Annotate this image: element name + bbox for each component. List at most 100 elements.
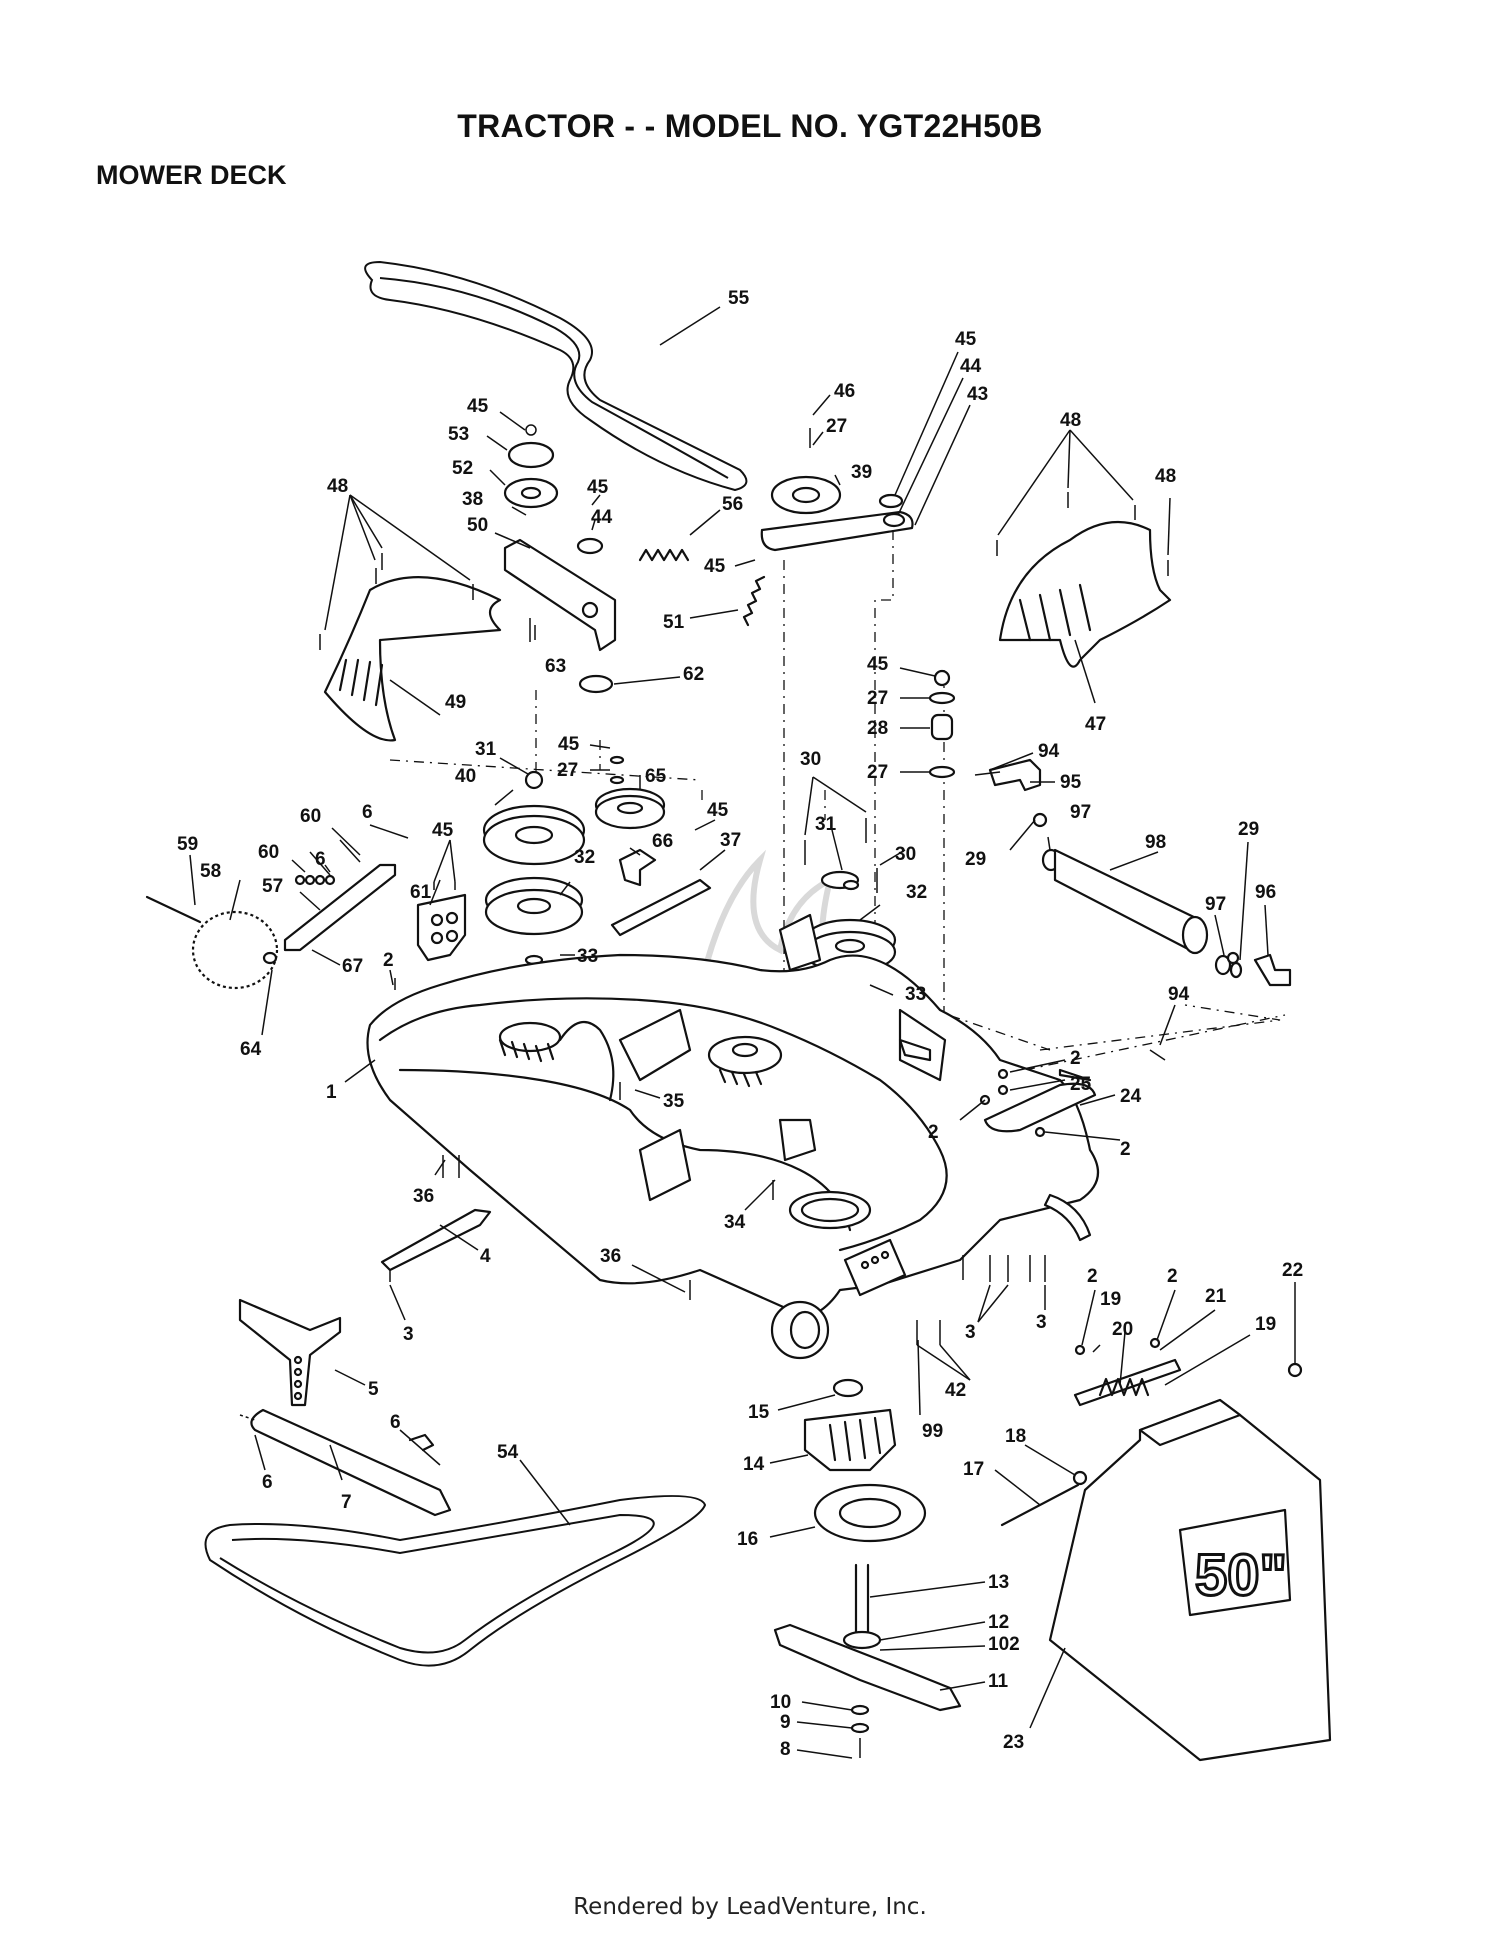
spindle-assembly xyxy=(803,1378,927,1650)
callout-55: 55 xyxy=(728,288,750,309)
callout-31: 31 xyxy=(475,739,497,760)
gauge-wheel xyxy=(770,1300,830,1360)
callout-94: 94 xyxy=(1038,741,1060,762)
discharge-chute-23 xyxy=(1048,1398,1332,1762)
callout-33: 33 xyxy=(905,984,926,1005)
callout-37: 37 xyxy=(720,830,741,851)
callout-46: 46 xyxy=(834,381,855,402)
screws-48 xyxy=(319,492,1169,650)
callout-10: 10 xyxy=(770,1692,791,1713)
callout-6: 6 xyxy=(315,849,326,870)
callout-24: 24 xyxy=(1120,1086,1142,1107)
callout-58: 58 xyxy=(200,861,221,882)
callout-67: 67 xyxy=(342,956,363,977)
callout-45: 45 xyxy=(432,820,454,841)
callout-19: 19 xyxy=(1255,1314,1276,1335)
callout-94: 94 xyxy=(1168,984,1190,1005)
callout-36: 36 xyxy=(413,1186,434,1207)
link-7 xyxy=(250,1408,452,1517)
callout-labels: 55 45 44 43 46 27 39 45 53 52 45 38 44 5… xyxy=(177,288,1303,1760)
callout-47: 47 xyxy=(1085,714,1106,735)
callout-6: 6 xyxy=(262,1472,273,1493)
callout-27: 27 xyxy=(867,762,888,783)
callout-44: 44 xyxy=(960,356,982,377)
footer-credit: Rendered by LeadVenture, Inc. xyxy=(573,1894,927,1920)
callout-52: 52 xyxy=(452,458,473,479)
callout-16: 16 xyxy=(737,1529,758,1550)
callout-27: 27 xyxy=(557,760,578,781)
roller-98 xyxy=(1032,812,1292,987)
callout-27: 27 xyxy=(826,416,847,437)
section-title: MOWER DECK xyxy=(96,160,287,190)
callout-3: 3 xyxy=(1036,1312,1047,1333)
washer-62 xyxy=(578,674,614,694)
belt-55-inner xyxy=(379,277,729,479)
callout-95: 95 xyxy=(1060,772,1082,793)
callout-30: 30 xyxy=(895,844,916,865)
belt-cover-49 xyxy=(323,576,502,742)
bracket-24 xyxy=(983,1082,1097,1133)
callout-29: 29 xyxy=(965,849,986,870)
callout-35: 35 xyxy=(663,1091,685,1112)
callout-23: 23 xyxy=(1003,1732,1024,1753)
belt-55 xyxy=(364,260,748,492)
page-title: TRACTOR - - MODEL NO. YGT22H50B xyxy=(457,108,1043,144)
bracket-66 xyxy=(618,848,657,887)
callout-2: 2 xyxy=(1087,1266,1098,1287)
callout-32: 32 xyxy=(574,847,595,868)
callout-45: 45 xyxy=(707,800,729,821)
bracket-61 xyxy=(416,893,467,962)
callout-60: 60 xyxy=(258,842,279,863)
callout-63: 63 xyxy=(545,656,566,677)
callout-9: 9 xyxy=(780,1712,791,1733)
wheel-bracket-57 xyxy=(283,839,397,952)
callout-51: 51 xyxy=(663,612,685,633)
callout-48: 48 xyxy=(1155,466,1176,487)
callout-102: 102 xyxy=(988,1634,1020,1655)
callout-62: 62 xyxy=(683,664,704,685)
callout-1: 1 xyxy=(326,1082,337,1103)
washer-44 xyxy=(576,537,604,555)
callout-2: 2 xyxy=(383,950,394,971)
pulley-32-left xyxy=(484,876,584,966)
blade-11 xyxy=(773,1623,962,1712)
callout-7: 7 xyxy=(341,1492,352,1513)
callout-66: 66 xyxy=(652,831,673,852)
callout-49: 49 xyxy=(445,692,466,713)
callout-29: 29 xyxy=(1238,819,1259,840)
callout-5: 5 xyxy=(368,1379,379,1400)
callout-28: 28 xyxy=(867,718,888,739)
callout-17: 17 xyxy=(963,1459,984,1480)
deck-hardware xyxy=(389,978,1166,1345)
callout-34: 34 xyxy=(724,1212,746,1233)
callout-45: 45 xyxy=(704,556,726,577)
callout-56: 56 xyxy=(722,494,743,515)
callout-54: 54 xyxy=(497,1442,519,1463)
callout-8: 8 xyxy=(780,1739,791,1760)
wheel-58 xyxy=(191,910,279,990)
bolts-30 xyxy=(804,818,878,893)
callout-2: 2 xyxy=(1120,1139,1131,1160)
bracket-50 xyxy=(503,538,617,652)
bracket-37 xyxy=(610,878,712,937)
leader-lines xyxy=(189,306,1296,1759)
callout-20: 20 xyxy=(1112,1319,1133,1340)
callout-65: 65 xyxy=(645,766,667,787)
spring-assembly xyxy=(1073,1337,1182,1407)
callout-38: 38 xyxy=(462,489,483,510)
callout-19: 19 xyxy=(1100,1289,1121,1310)
callout-21: 21 xyxy=(1205,1286,1227,1307)
callout-4: 4 xyxy=(480,1246,491,1267)
callout-42: 42 xyxy=(945,1380,966,1401)
belt-cover-47 xyxy=(998,520,1172,668)
callout-57: 57 xyxy=(262,876,283,897)
callout-12: 12 xyxy=(988,1612,1009,1633)
callout-45: 45 xyxy=(587,477,609,498)
callout-27: 27 xyxy=(867,688,888,709)
callout-45: 45 xyxy=(867,654,889,675)
callout-25: 25 xyxy=(1070,1074,1092,1095)
callout-40: 40 xyxy=(455,766,476,787)
callout-45: 45 xyxy=(467,396,489,417)
spacer-stack xyxy=(928,669,956,779)
